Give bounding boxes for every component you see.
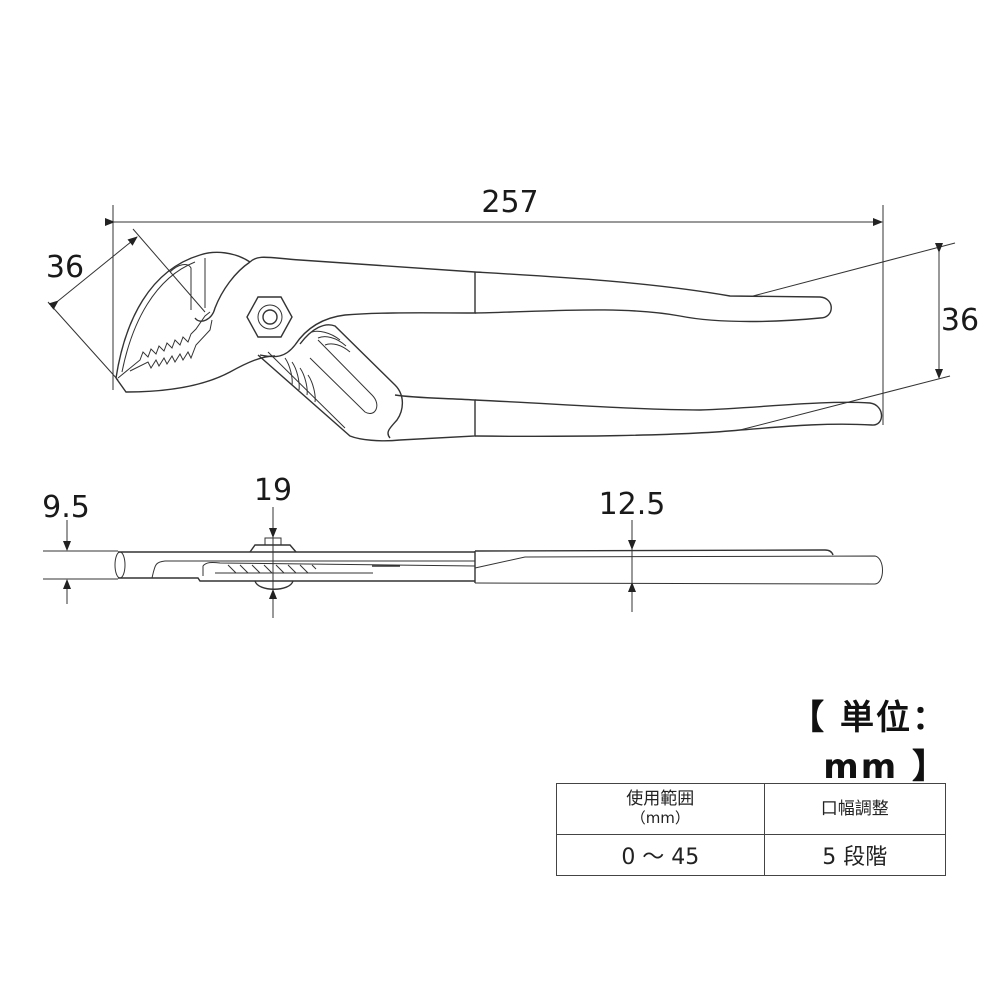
value-usage-range: 0 〜 45	[556, 834, 765, 876]
overall-length-label: 257	[481, 185, 538, 220]
pivot-thickness-label: 19	[254, 473, 292, 508]
header-usage-range-label: 使用範囲	[626, 789, 695, 809]
header-usage-range: 使用範囲 （mm）	[556, 783, 765, 835]
handle-spread-label: 36	[941, 303, 979, 338]
unit-label: 【 単位：mm 】	[790, 698, 948, 787]
header-usage-range-unit: （mm）	[630, 809, 690, 827]
spec-table-value-row: 0 〜 45 5 段階	[556, 834, 947, 876]
side-view: 9.5 19 12.5	[42, 473, 883, 618]
spec-table-header-row: 使用範囲 （mm） 口幅調整	[556, 783, 947, 835]
value-jaw-adjust: 5 段階	[763, 834, 947, 876]
spec-table: 使用範囲 （mm） 口幅調整 0 〜 45 5 段階	[556, 783, 947, 876]
header-jaw-adjust: 口幅調整	[763, 783, 947, 835]
top-view: 257 36 36	[46, 185, 979, 442]
handle-thickness-label: 12.5	[599, 487, 666, 522]
header-jaw-adjust-label: 口幅調整	[820, 798, 889, 819]
jaw-opening-label: 36	[46, 250, 84, 285]
jaw-thickness-label: 9.5	[42, 490, 90, 525]
